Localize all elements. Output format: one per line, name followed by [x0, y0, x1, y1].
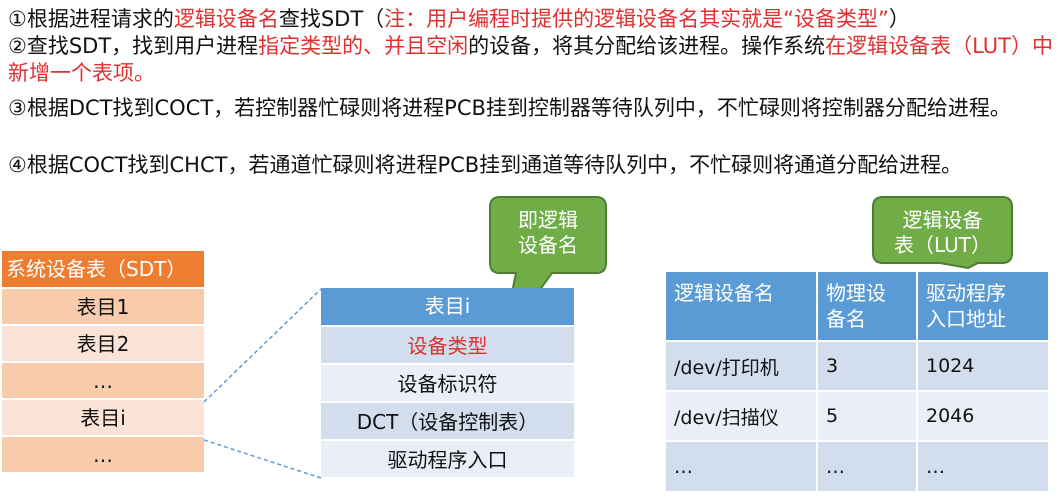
entry-title: 表目i [321, 288, 574, 325]
entry-table: 表目i 设备类型 设备标识符 DCT（设备控制表） 驱动程序入口 [321, 288, 574, 477]
connector-bottom [203, 439, 322, 479]
lut-header-logical-name: 逻辑设备名 [666, 272, 818, 341]
callout-lut-text: 逻辑设备 表（LUT） [893, 208, 991, 257]
table-row: … … … [666, 440, 1050, 491]
sdt-row: … [2, 435, 204, 472]
lut-header-row: 逻辑设备名 物理设 备名 驱动程序 入口地址 [666, 272, 1050, 341]
entry-row-dct: DCT（设备控制表） [321, 401, 574, 439]
lut-cell: 2046 [917, 390, 1050, 441]
step1-note: 注：用户编程时提供的逻辑设备名其实就是“设备类型” [384, 7, 889, 31]
sdt-row: 表目2 [2, 324, 204, 361]
lut-cell: 1024 [917, 340, 1050, 391]
sdt-title: 系统设备表（SDT） [2, 251, 204, 287]
entry-row-driver-entry: 驱动程序入口 [321, 439, 574, 477]
lut-cell: /dev/扫描仪 [666, 390, 818, 441]
sdt-row: 表目1 [2, 287, 204, 324]
lut-table: 逻辑设备名 物理设 备名 驱动程序 入口地址 /dev/打印机 3 1024 /… [666, 272, 1050, 491]
table-row: /dev/打印机 3 1024 [666, 340, 1050, 391]
paragraph-step-1: ①根据进程请求的逻辑设备名查找SDT（注：用户编程时提供的逻辑设备名其实就是“设… [8, 6, 1053, 33]
step2-text-d: 在逻辑设备表（LUT）中新增一个表项。 [8, 34, 1054, 85]
lut-cell: 5 [817, 390, 918, 441]
table-row: /dev/扫描仪 5 2046 [666, 390, 1050, 441]
lut-cell: … [666, 440, 818, 491]
step1-text-b: 逻辑设备名 [173, 7, 279, 31]
lut-cell: /dev/打印机 [666, 340, 818, 391]
step2-text-b: 指定类型的、并且空闲 [258, 34, 469, 58]
lut-cell: … [917, 440, 1050, 491]
sdt-row: 表目i [2, 398, 204, 435]
step1-text-a: ①根据进程请求的 [8, 7, 174, 31]
paragraph-step-2: ②查找SDT，找到用户进程指定类型的、并且空闲的设备，将其分配给该进程。操作系统… [8, 33, 1053, 87]
step2-text-a: ②查找SDT，找到用户进程 [8, 34, 259, 58]
paragraph-step-4: ④根据COCT找到CHCT，若通道忙碌则将进程PCB挂到通道等待队列中，不忙碌则… [8, 153, 963, 177]
connector-top [203, 288, 322, 403]
entry-row-device-id: 设备标识符 [321, 363, 574, 401]
step2-text-c: 的设备，将其分配给该进程。操作系统 [468, 34, 826, 58]
lut-cell: … [817, 440, 918, 491]
sdt-row: … [2, 361, 204, 398]
callout-lut-bubble [872, 196, 1013, 270]
step1-text-c: 查找SDT（ [278, 7, 385, 31]
step1-text-e: ） [888, 7, 910, 31]
lut-header-driver-address: 驱动程序 入口地址 [917, 272, 1050, 341]
paragraph-step-3: ③根据DCT找到COCT，若控制器忙碌则将进程PCB挂到控制器等待队列中，不忙碌… [8, 96, 1011, 120]
callout-logical-name-text: 即逻辑 设备名 [518, 208, 578, 257]
lut-header-physical-name: 物理设 备名 [817, 272, 918, 341]
lut-cell: 3 [817, 340, 918, 391]
entry-row-device-type: 设备类型 [321, 325, 574, 363]
sdt-table: 系统设备表（SDT） 表目1 表目2 … 表目i … [2, 251, 204, 472]
